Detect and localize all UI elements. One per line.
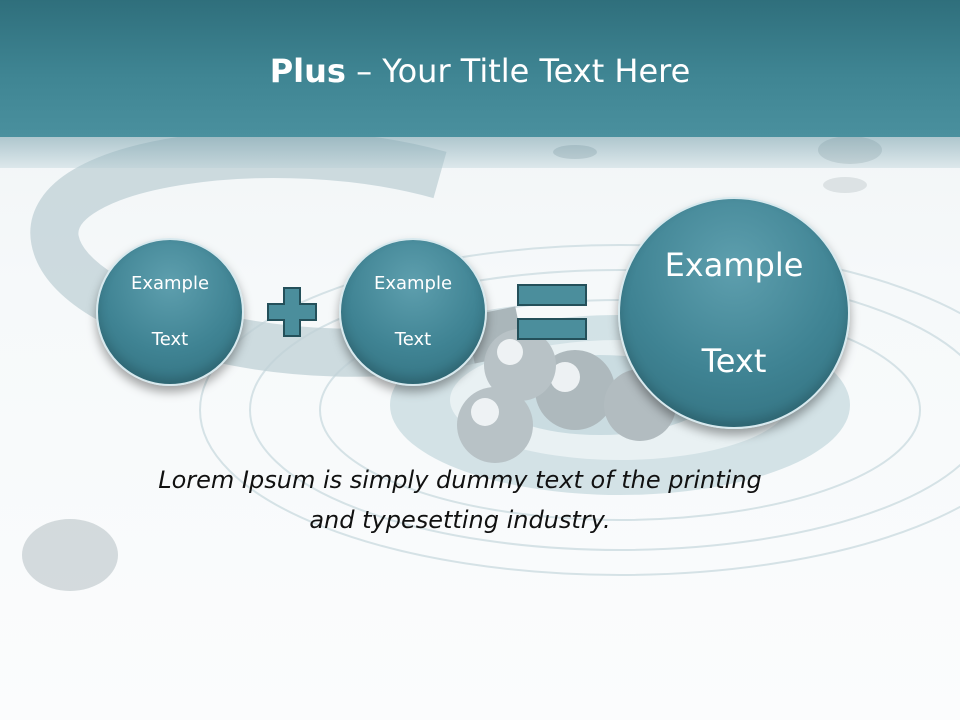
example-circle-3-line1: Example [664, 246, 804, 284]
example-circle-2-line2: Text [394, 329, 432, 350]
title-bar [0, 0, 960, 137]
equals-sign-icon [517, 284, 587, 340]
body-caption: Lorem Ipsum is simply dummy text of the … [100, 460, 820, 540]
title-bar-band [0, 137, 960, 168]
slide-title: Plus – Your Title Text Here [0, 52, 960, 90]
example-circle-1-line2: Text [151, 329, 189, 350]
slide-title-rest: – Your Title Text Here [345, 52, 691, 90]
body-caption-line2: and typesetting industry. [309, 506, 611, 534]
plus-sign-icon [267, 287, 317, 337]
example-circle-1-line1: Example [130, 273, 210, 294]
example-circle-2-line1: Example [373, 273, 453, 294]
example-circle-3-line2: Text [701, 342, 767, 380]
slide-title-bold: Plus [269, 52, 346, 90]
body-caption-line1: Lorem Ipsum is simply dummy text of the … [158, 466, 762, 494]
